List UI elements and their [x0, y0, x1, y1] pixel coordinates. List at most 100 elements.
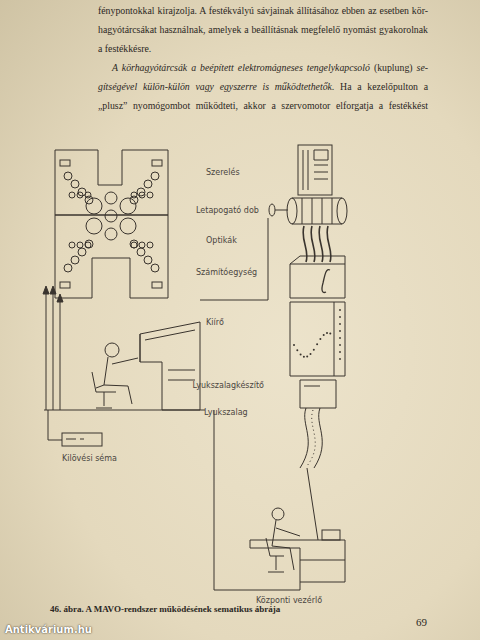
- wire: [214, 410, 300, 590]
- press-frame: [55, 215, 168, 298]
- console-keys: [145, 330, 195, 380]
- wire: [200, 218, 268, 300]
- roller: [131, 242, 137, 248]
- roller: [139, 242, 145, 248]
- scheme-box-detail: [66, 439, 84, 440]
- part-label: Számítóegység: [196, 268, 257, 278]
- display-dot: [339, 309, 341, 311]
- wire: [307, 468, 318, 540]
- optics-cables: [303, 226, 331, 262]
- body-text: Ha a kezelőpulton a: [340, 81, 428, 92]
- display-dot: [339, 323, 341, 325]
- roller: [77, 242, 83, 248]
- wire: [48, 410, 62, 440]
- part-label: Szerelés: [206, 168, 240, 178]
- operator-body: [92, 357, 138, 408]
- display-dot: [323, 334, 325, 336]
- display-dot: [339, 344, 341, 346]
- arrowheads: [43, 286, 63, 302]
- body-text-line: a festékkésre.: [98, 41, 151, 57]
- control-lines: [46, 292, 60, 410]
- drum-axle: [275, 210, 288, 211]
- tape-punch: [300, 380, 336, 408]
- scanning-drum: [292, 198, 342, 224]
- body-text: A körhagyótárcsák a beépített elektromág…: [112, 62, 370, 73]
- roller: [147, 242, 153, 248]
- scanning-drum: [337, 198, 347, 224]
- display-dot: [316, 343, 318, 345]
- body-text-line: gítségével külön-külön vagy egyszerre is…: [98, 79, 428, 95]
- display-dot: [306, 356, 308, 358]
- body-text: „plusz” nyomógombot működteti, akkor a s…: [98, 100, 428, 111]
- roller: [131, 192, 137, 198]
- roller: [105, 228, 117, 240]
- roller: [105, 192, 117, 204]
- roller: [78, 248, 86, 256]
- display-dot: [313, 349, 315, 351]
- body-text: (kuplung): [374, 62, 413, 73]
- roller: [86, 198, 102, 214]
- drum-grooves: [302, 198, 332, 224]
- display-dot: [300, 354, 302, 356]
- display-dot: [339, 337, 341, 339]
- roller: [64, 172, 72, 180]
- press-frame: [55, 150, 168, 215]
- display-dot: [329, 333, 331, 335]
- roller: [137, 248, 145, 256]
- ink-unit: [60, 282, 70, 288]
- watermark: Antikvárium.hu: [5, 624, 92, 635]
- body-text-line: fénypontokkal kirajzolja. A festékvályú …: [98, 3, 428, 19]
- ink-unit: [60, 160, 70, 166]
- roller: [85, 240, 93, 248]
- roller: [144, 180, 152, 188]
- figure-caption: 46. ábra. A MAVO-rendszer működésének se…: [50, 604, 280, 614]
- roller: [144, 256, 152, 264]
- roller: [120, 198, 136, 214]
- body-text: fénypontokkal kirajzolja. A festékvályú …: [98, 5, 428, 16]
- roller: [71, 180, 79, 188]
- console: [140, 322, 200, 410]
- display-dot: [339, 358, 341, 360]
- display-dot: [296, 349, 298, 351]
- roller: [71, 256, 79, 264]
- desk: [250, 540, 345, 582]
- controller-body: [266, 520, 300, 572]
- display-dot: [319, 338, 321, 340]
- body-text: se-: [417, 62, 428, 73]
- operator-head: [105, 343, 119, 357]
- roller: [105, 210, 117, 222]
- drum-disc: [269, 204, 275, 216]
- integral-symbol: [322, 270, 330, 293]
- roller: [147, 192, 153, 198]
- press-rollers: [64, 172, 159, 272]
- body-text: hagyótárcsákat használnak, amelyek a beá…: [98, 24, 428, 35]
- tape-holes: [307, 410, 315, 466]
- roller: [120, 218, 136, 234]
- punched-tape: [300, 408, 322, 468]
- roller: [151, 264, 159, 272]
- display-dot: [293, 344, 295, 346]
- roller: [85, 242, 91, 248]
- part-label: Lyukszalagkészítő: [192, 381, 264, 391]
- ink-unit: [152, 282, 162, 288]
- controller-head: [272, 508, 284, 520]
- desk-device: [322, 530, 340, 540]
- display-dots: [293, 309, 341, 360]
- roller: [69, 192, 75, 198]
- part-label: Optikák: [206, 236, 237, 246]
- roller: [86, 218, 102, 234]
- ink-unit: [152, 160, 162, 166]
- display-dot: [339, 330, 341, 332]
- roller: [130, 240, 138, 248]
- roller: [151, 172, 159, 180]
- scheme-box: [62, 433, 102, 446]
- display-dot: [339, 351, 341, 353]
- roller: [85, 192, 91, 198]
- roller: [69, 242, 75, 248]
- roller: [139, 192, 145, 198]
- part-label: Kiírő: [206, 318, 224, 328]
- display-dot: [310, 353, 312, 355]
- cabinet: [298, 145, 332, 195]
- display-dot: [339, 316, 341, 318]
